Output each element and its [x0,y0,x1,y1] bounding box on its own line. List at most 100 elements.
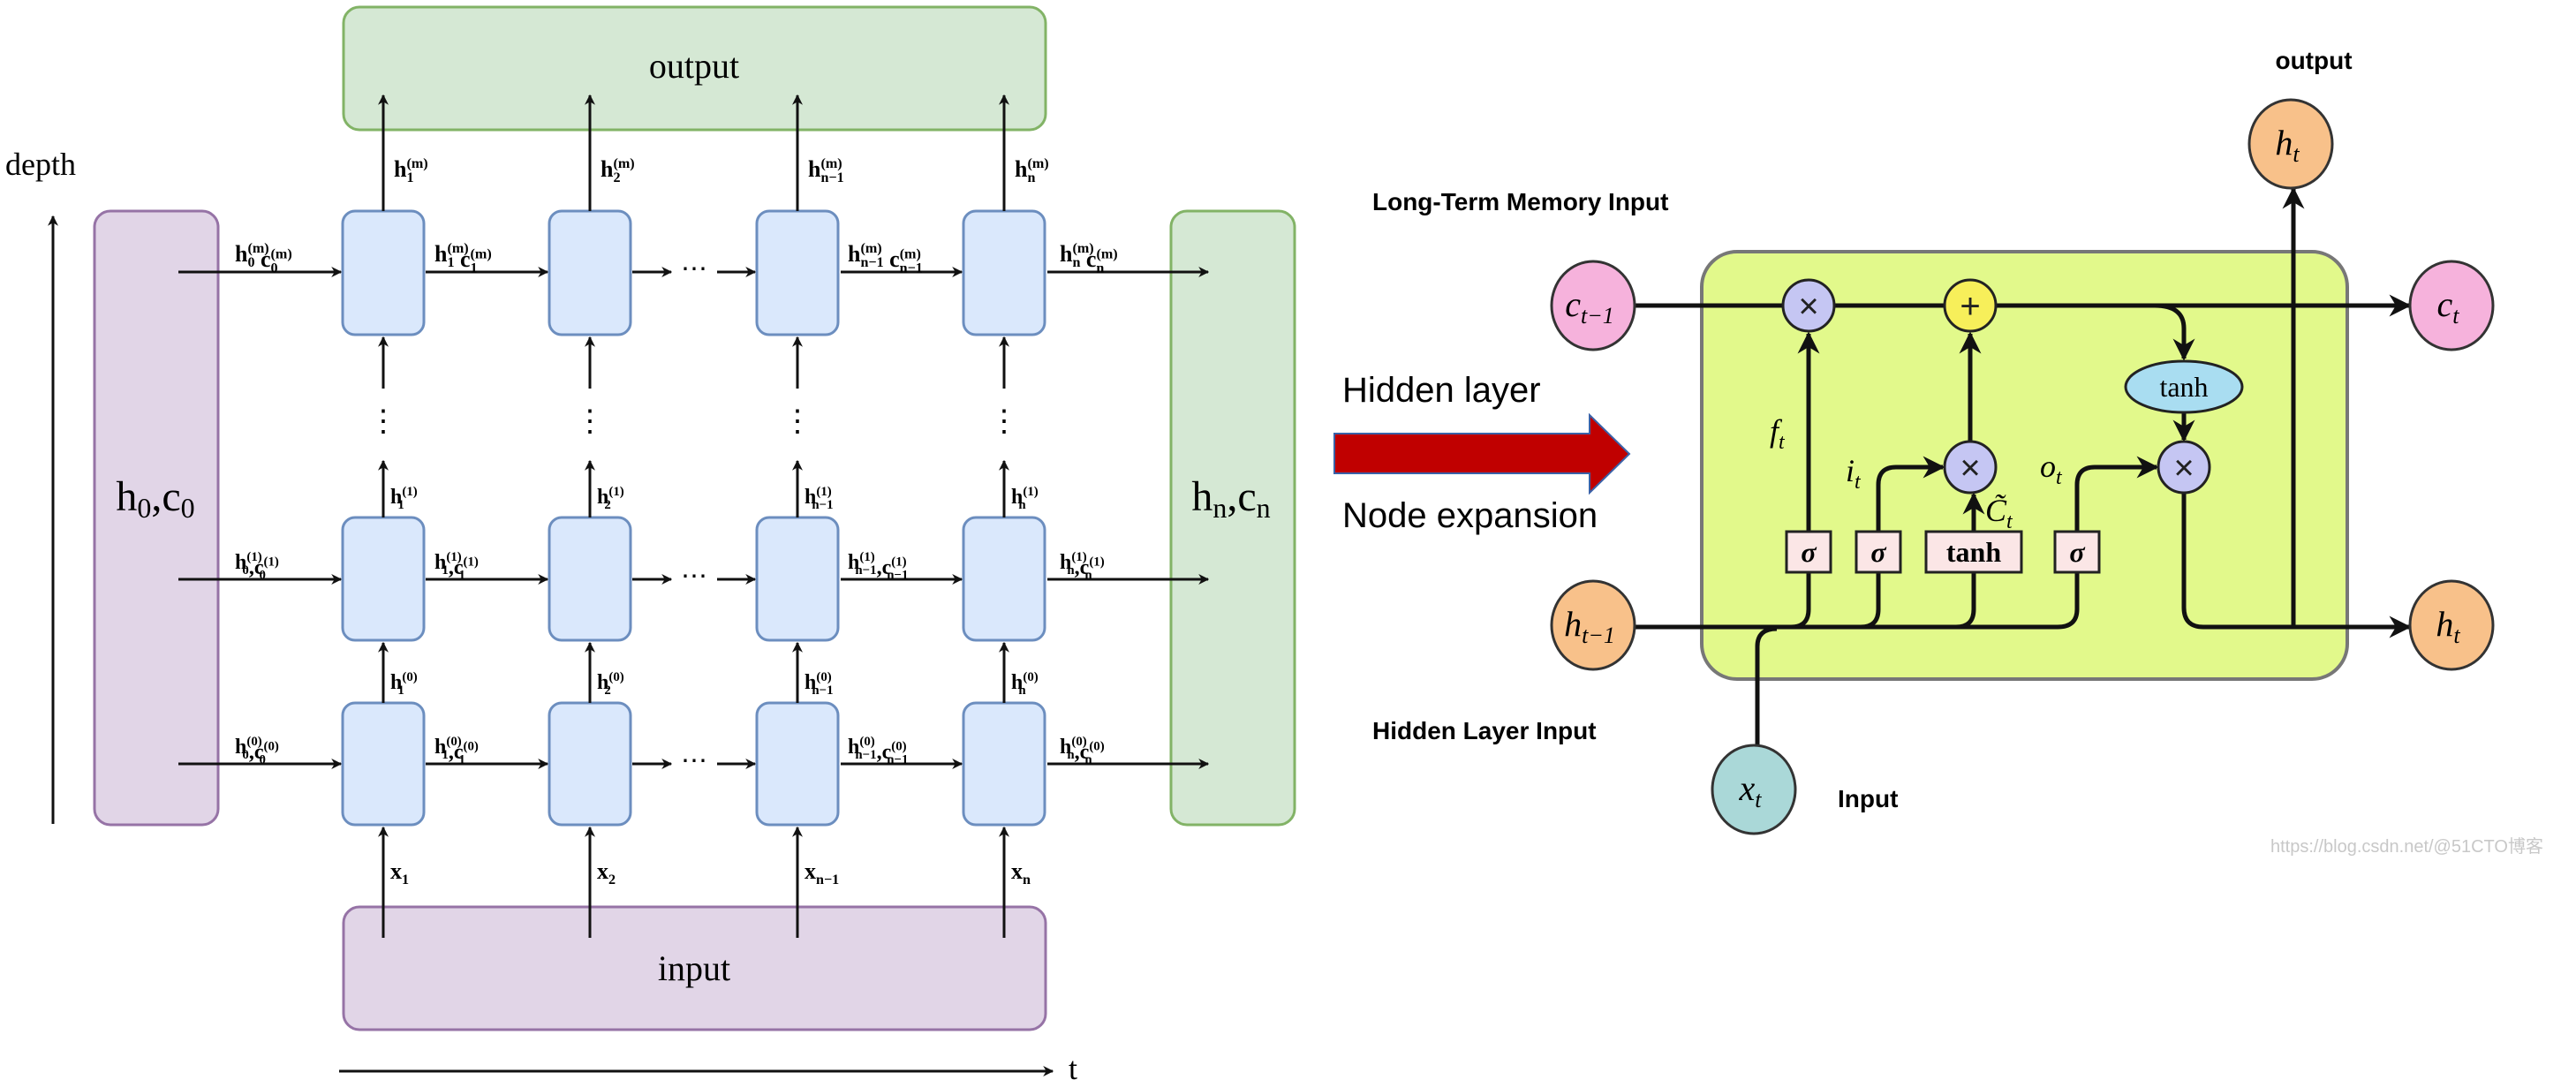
h-next-node [2408,579,2495,671]
top-hidden-output-label: h(m)n−1 [808,156,844,185]
forget-gate-in [1790,572,1811,630]
input-sigma-gate [1855,530,1902,574]
input-label-right: Input [1838,785,1898,812]
lstm-cell [962,516,1046,642]
input-multiply-icon-symbol: × [1960,449,1980,487]
candidate-label: C̃t [1985,493,2013,533]
h-prev-node [1550,579,1636,671]
state-transfer-label: h(1)n,c(1)n [1060,550,1105,583]
final-state-box [1169,209,1296,827]
state-transfer-label: h(m)n c(m)n [1060,241,1118,276]
c-prev-node-label: ct−1 [1565,284,1614,329]
lstm-cell [548,209,632,336]
output-gate-out [2074,456,2159,532]
add-icon [1943,278,1998,333]
lstm-cell-diagram: output Long-Term Memory Input Hidden Lay… [1372,47,2543,857]
state-transfer-label: h(1)n−1,c(1)n−1 [848,550,908,583]
layer0-hidden-output-label: h(0)n [1011,670,1039,698]
c-next-node [2408,260,2495,351]
h-prev-node-label: ht−1 [1564,604,1615,648]
watermark: https://blog.csdn.net/@51CTO博客 [2270,836,2543,857]
vertical-ellipsis: ⋮ [782,405,812,438]
layer0-hidden-output-label: h(0)1 [390,670,418,698]
layer1-hidden-output-label: h(1)1 [390,485,418,512]
forget-sigma-gate-label: σ [1801,536,1817,568]
layer1-hidden-output-label: h(1)n [1011,485,1039,512]
state-transfer-label: h(1)0,c(1)0 [235,550,279,583]
input-box [342,905,1047,1031]
output-mult-to-hidden-line [2181,493,2412,638]
vertical-ellipsis: ⋮ [989,405,1019,438]
layer0-hidden-output-label: h(0)n−1 [805,670,834,698]
forget-sigma-gate [1785,530,1832,574]
output-label-right: output [2275,47,2352,74]
initial-state-label: h0,c0 [116,473,194,524]
tanh-ellipse-label: tanh [2159,371,2208,403]
lstm-cell [755,516,840,642]
lstm-wires [1634,186,2412,748]
x-input-node [1711,744,1797,835]
vertical-ellipsis: ⋮ [575,405,605,438]
candidate-tanh-gate [1924,530,2023,574]
input-gate-in [1860,572,1881,630]
lstm-cell [548,516,632,642]
layer1-hidden-output-label: h(1)n−1 [805,485,834,512]
input-symbol-label: x2 [597,858,616,887]
horizontal-ellipsis: ⋯ [681,254,707,283]
final-state-label: hn,cn [1191,473,1270,524]
tanh-activation-ellipse [2124,359,2244,414]
candidate-in [1955,572,1976,630]
add-icon-symbol: + [1960,287,1980,326]
node-expansion-label: Node expansion [1342,496,1598,535]
h-output-node [2247,98,2334,190]
candidate-tanh-gate-label: tanh [1946,536,2001,568]
long-term-memory-label: Long-Term Memory Input [1372,188,1668,215]
output-label: output [649,46,739,86]
c-prev-node [1550,260,1636,351]
top-hidden-output-label: h(m)n [1015,156,1049,185]
expansion-arrow-group: Hidden layer Node expansion [1333,371,1631,535]
red-arrow-icon [1333,412,1631,495]
stacked-lstm-diagram: output input h0,c0 hn,cn depth t h(m)1⋮h… [5,5,1296,1080]
top-hidden-output-label: h(m)1 [394,156,428,185]
forget-multiply-icon-symbol: × [1798,287,1818,326]
input-symbol-label: x1 [390,858,409,887]
output-multiply-icon [2157,440,2211,495]
initial-state-box [93,209,220,827]
output-gate-label: ot [2040,449,2063,489]
vertical-ellipsis: ⋮ [368,405,398,438]
lstm-cell [755,701,840,827]
input-symbol-label: xn [1011,858,1031,887]
lstm-cell-grid: h(m)1⋮h(1)1h(0)1x1h(m)2⋮h(1)2h(0)2x2h(m)… [178,94,1210,938]
lstm-cell [341,209,426,336]
horizontal-ellipsis: ⋯ [681,562,707,591]
state-transfer-label: h(1)1,c(1)1 [434,550,479,583]
output-sigma-gate-label: σ [2069,536,2085,568]
state-transfer-label: h(0)n,c(0)n [1060,735,1105,767]
lstm-cell [962,209,1046,336]
state-transfer-label: h(0)1,c(0)1 [434,735,479,767]
depth-axis-label: depth [5,147,76,182]
state-transfer-label: h(0)n−1,c(0)n−1 [848,735,908,767]
input-line [1755,626,1778,748]
output-box [342,5,1047,132]
state-transfer-label: h(m)n−1 c(m)n−1 [848,241,923,276]
input-sigma-gate-label: σ [1870,536,1886,568]
h-output-node-label: ht [2275,123,2300,167]
lstm-cell [548,701,632,827]
state-transfer-label: h(m)1 c(m)1 [434,241,492,276]
hidden-input-line [1634,572,2080,630]
x-input-node-label: xt [1739,768,1763,812]
lstm-cell [962,701,1046,827]
input-gate-out [1876,456,1945,532]
input-symbol-label: xn−1 [805,858,839,887]
lstm-cell [755,209,840,336]
top-hidden-output-label: h(m)2 [601,156,635,185]
lstm-cell [341,516,426,642]
input-label: input [658,948,730,988]
state-transfer-label: h(m)0 c(m)0 [235,241,292,276]
horizontal-ellipsis: ⋯ [681,746,707,775]
cell-to-tanh-line [2154,303,2195,361]
h-next-node-label: ht [2436,604,2460,648]
